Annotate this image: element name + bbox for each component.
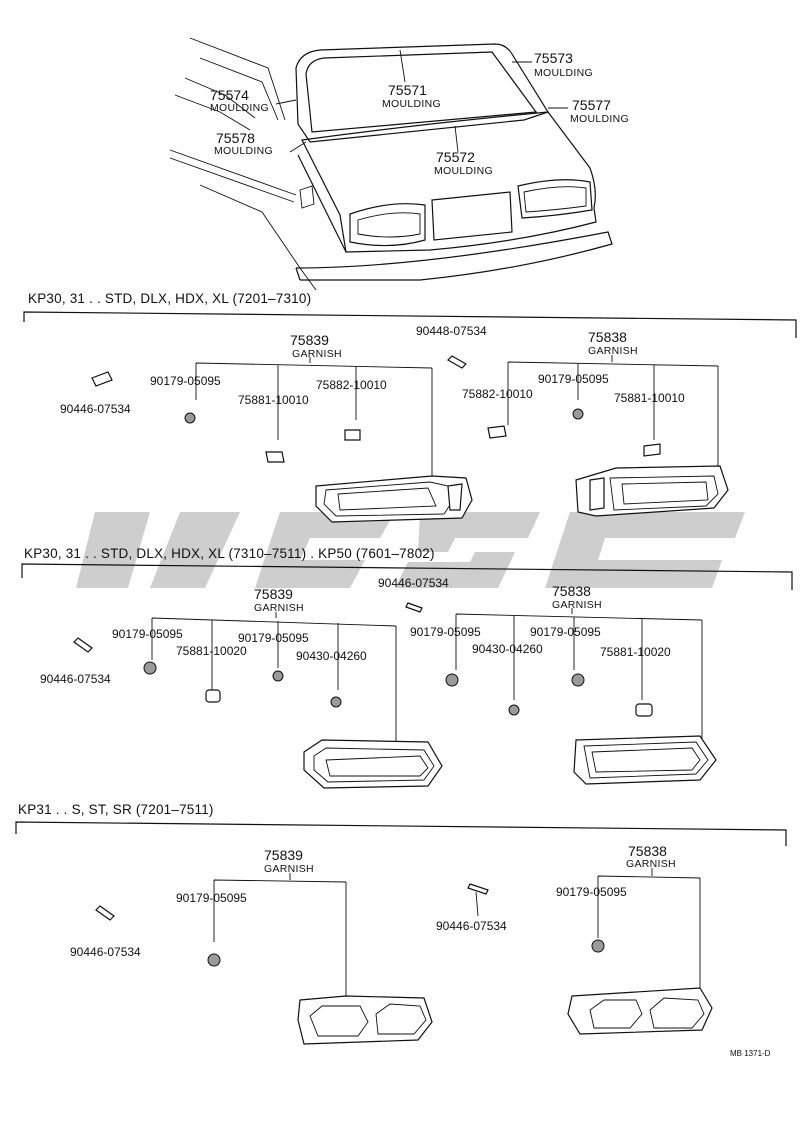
garnish-name: GARNISH: [292, 348, 342, 360]
part-number-label: 75571: [388, 82, 427, 98]
callout-75572: 75572 MOULDING: [434, 149, 493, 177]
section-header: KP30, 31 . . STD, DLX, HDX, XL (7310–751…: [24, 546, 435, 561]
pin-part: [91, 371, 113, 387]
garnish-number: 75838: [628, 843, 667, 859]
part-number-label: 90446-07534: [436, 919, 507, 933]
part-number-label: 90430-04260: [296, 649, 367, 663]
garnish-left-2: [303, 739, 443, 789]
part-number-label: 75577: [572, 97, 611, 113]
nut-part: [571, 673, 585, 687]
garnish-left-3: [297, 995, 433, 1045]
clip-part: [487, 425, 507, 439]
part-number-label: MOULDING: [434, 165, 493, 177]
garnish-name: GARNISH: [626, 858, 676, 870]
garnish-name: GARNISH: [254, 602, 304, 614]
part-number-label: 75882-10010: [316, 378, 387, 392]
garnish-name: GARNISH: [552, 599, 602, 611]
nut-part: [445, 673, 459, 687]
nut-part: [207, 953, 221, 967]
garnish-right-1: [575, 465, 729, 517]
garnish-number: 75838: [552, 583, 591, 599]
section-2: KP30, 31 . . STD, DLX, HDX, XL (7310–751…: [21, 546, 793, 789]
section-header: KP30, 31 . . STD, DLX, HDX, XL (7201–731…: [28, 291, 311, 306]
garnish-name: GARNISH: [264, 863, 314, 875]
part-number-label: MOULDING: [210, 102, 269, 114]
part-number-label: 90179-05095: [530, 625, 601, 639]
nut-part: [184, 412, 196, 424]
garnish-number: 75839: [254, 586, 293, 602]
section-1: KP30, 31 . . STD, DLX, HDX, XL (7201–731…: [23, 291, 797, 523]
garnish-right-2: [573, 735, 717, 785]
car-rear-illustration: [169, 37, 613, 291]
part-number-label: 75881-10020: [600, 645, 671, 659]
part-number-label: MOULDING: [534, 67, 593, 79]
part-number-label: 75578: [216, 130, 255, 146]
garnish-number: 75838: [588, 329, 627, 345]
clip-part: [344, 429, 361, 441]
part-number-label: 75574: [210, 87, 249, 103]
pin-part: [73, 637, 93, 653]
part-number-label: 75881-10010: [614, 391, 685, 405]
part-number-label: 90179-05095: [556, 885, 627, 899]
part-number-label: MOULDING: [382, 98, 441, 110]
part-number-label: 90179-05095: [410, 625, 481, 639]
part-number-label: 75881-10020: [176, 644, 247, 658]
garnish-right-3: [567, 987, 713, 1035]
nut-part: [591, 939, 605, 953]
top-callout-leaders: [275, 49, 568, 153]
part-number-label: 90446-07534: [70, 945, 141, 959]
clip-part: [635, 703, 653, 717]
part-number-label: 90179-05095: [238, 631, 309, 645]
part-number-label: 90448-07534: [416, 324, 487, 338]
garnish-name: GARNISH: [588, 345, 638, 357]
part-number-label: 90179-05095: [112, 627, 183, 641]
section-3: KP31 . . S, ST, SR (7201–7511) 75839 GAR…: [15, 802, 787, 1058]
part-number-label: 75573: [534, 50, 573, 66]
pin-part: [447, 355, 467, 369]
nut-part: [272, 670, 284, 682]
nut-part: [508, 704, 520, 716]
clip-part: [643, 443, 661, 457]
part-number-label: 90430-04260: [472, 642, 543, 656]
callout-75578: 75578 MOULDING: [214, 130, 273, 157]
callout-75571: 75571 MOULDING: [382, 82, 441, 110]
part-number-label: 90446-07534: [40, 672, 111, 686]
section-header: KP31 . . S, ST, SR (7201–7511): [18, 802, 214, 817]
garnish-number: 75839: [264, 847, 303, 863]
part-number-label: 90179-05095: [150, 374, 221, 388]
part-number-label: 90446-07534: [378, 576, 449, 590]
nut-part: [143, 661, 157, 675]
part-number-label: 75882-10010: [462, 387, 533, 401]
part-number-label: MOULDING: [570, 113, 629, 125]
callout-75573: 75573 MOULDING: [534, 50, 593, 79]
pin-part: [467, 883, 489, 895]
clip-part: [205, 689, 221, 703]
reference-code: MB 1371-D: [730, 1049, 771, 1058]
garnish-number: 75839: [290, 332, 329, 348]
callout-75574: 75574 MOULDING: [210, 87, 269, 114]
pin-part: [95, 905, 115, 921]
pin-part: [405, 602, 423, 613]
garnish-left-1: [315, 475, 473, 523]
part-number-label: 90179-05095: [538, 372, 609, 386]
part-number-label: 90179-05095: [176, 891, 247, 905]
nut-part: [330, 696, 342, 708]
part-number-label: 75881-10010: [238, 393, 309, 407]
part-number-label: 75572: [436, 149, 475, 165]
clip-part: [265, 451, 285, 463]
part-number-label: MOULDING: [214, 145, 273, 157]
nut-part: [572, 408, 584, 420]
part-number-label: 90446-07534: [60, 402, 131, 416]
callout-75577: 75577 MOULDING: [570, 97, 629, 125]
